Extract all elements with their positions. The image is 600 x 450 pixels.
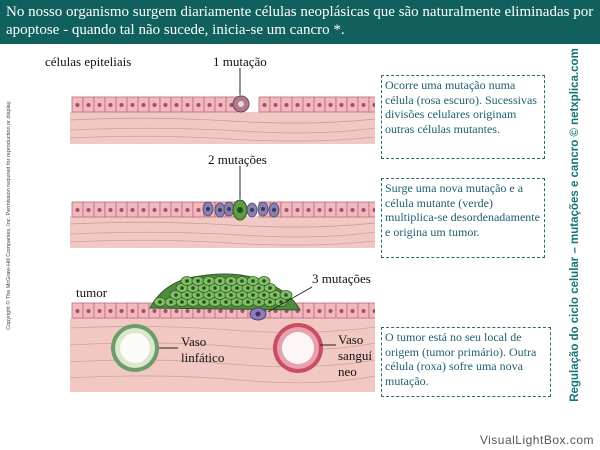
epithelial-cell-row-2 bbox=[72, 202, 375, 217]
label-celulas-epiteliais: células epiteliais bbox=[45, 55, 131, 69]
connective-tissue-2 bbox=[70, 216, 375, 248]
label-1-mutacao: 1 mutação bbox=[213, 55, 267, 69]
copyright-text: Copyright © The McGraw-Hill Companies, I… bbox=[6, 100, 12, 329]
connective-tissue-1 bbox=[70, 112, 375, 144]
label-vaso-sanguineo-3: neo bbox=[338, 365, 357, 379]
header-bar: No nosso organismo surgem diariamente cé… bbox=[0, 0, 600, 44]
epithelial-cell-row-1 bbox=[72, 97, 375, 112]
note-two-mutations: Surge uma nova mutação e a célula mutant… bbox=[381, 178, 545, 258]
label-vaso-linfatico-2: linfático bbox=[181, 351, 224, 365]
label-vaso-sanguineo-2: sanguí bbox=[338, 349, 372, 363]
label-vaso-linfatico-1: Vaso bbox=[181, 335, 206, 349]
watermark: VisualLightBox.com bbox=[480, 433, 594, 447]
label-2-mutacoes: 2 mutações bbox=[208, 153, 267, 167]
side-title: Regulação do ciclo celular – mutações e … bbox=[569, 48, 581, 402]
tumor-mass bbox=[150, 274, 300, 310]
panel-two-mutations bbox=[70, 166, 375, 248]
panel-three-mutations bbox=[70, 274, 375, 392]
note-three-mutations: O tumor está no seu local de origem (tum… bbox=[381, 327, 551, 397]
label-vaso-sanguineo-1: Vaso bbox=[338, 333, 363, 347]
label-3-mutacoes: 3 mutações bbox=[312, 272, 371, 286]
header-text: No nosso organismo surgem diariamente cé… bbox=[6, 3, 596, 39]
note-one-mutation: Ocorre uma mutação numa célula (rosa esc… bbox=[381, 75, 545, 159]
panel-one-mutation bbox=[70, 68, 375, 144]
label-tumor: tumor bbox=[76, 286, 107, 300]
